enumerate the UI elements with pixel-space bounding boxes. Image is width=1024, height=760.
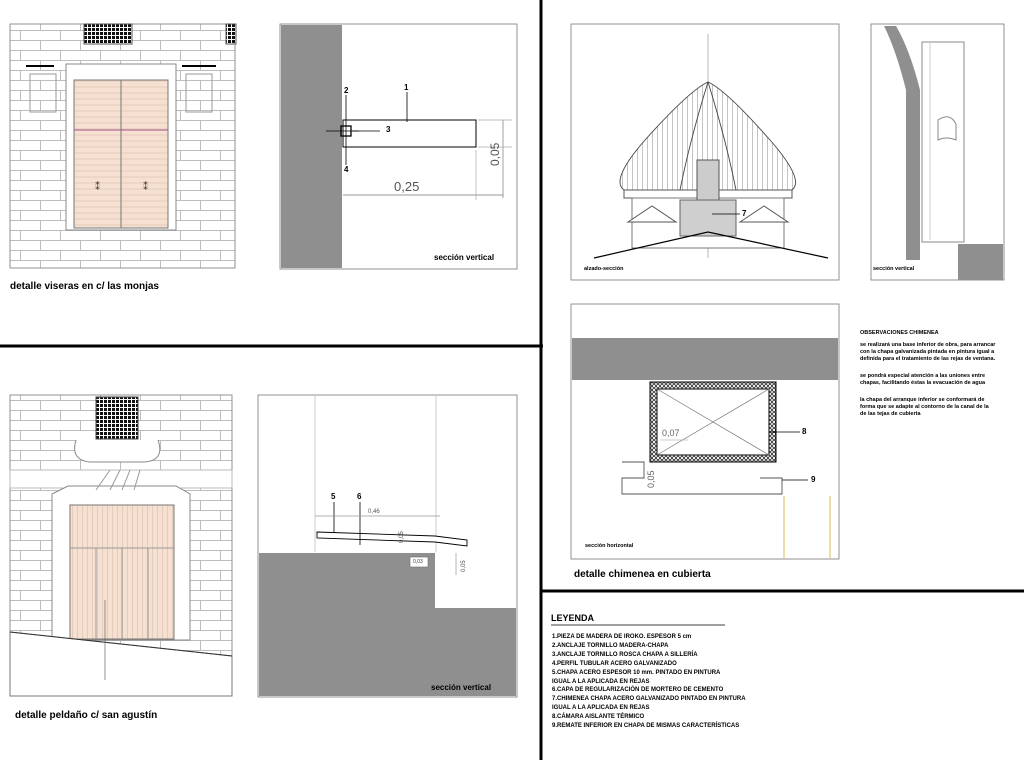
callout-3: 3 (386, 125, 391, 134)
peldano-caption: detalle peldaño c/ san agustín (15, 710, 158, 721)
dimension-0-05-d: 0,05 (646, 470, 656, 488)
leyenda-item: IGUAL A LA APLICADA EN REJAS (552, 678, 650, 685)
callout-4: 4 (344, 165, 349, 174)
observaciones-paragraph-2: se pondrá especial atención a las unione… (860, 373, 985, 387)
dimension-0-05-a: 0,05 (488, 142, 502, 166)
peldano-section-label: sección vertical (431, 683, 492, 692)
leyenda-item: 3.ANCLAJE TORNILLO ROSCA CHAPA A SILLERÍ… (552, 651, 698, 658)
dimension-0-05-c: 0,05 (461, 560, 467, 572)
elevation-label: alzado-sección (584, 266, 624, 272)
leyenda-item: 2.ANCLAJE TORNILLO MADERA-CHAPA (552, 642, 669, 649)
peldano-section (257, 394, 518, 698)
chimney-horizontal-section (570, 303, 840, 560)
observaciones-paragraph-1: se realizará una base inferior de obra, … (860, 342, 995, 363)
callout-9: 9 (811, 475, 816, 484)
leyenda-item: 5.CHAPA ACERO ESPESOR 10 mm. PINTADO EN … (552, 669, 721, 676)
dimension-0-03: 0,03 (413, 559, 423, 565)
observaciones-title: OBSERVACIONES CHIMENEA (860, 330, 939, 336)
chimney-elevation (570, 23, 840, 281)
dimension-0-46: 0,46 (368, 509, 380, 515)
observaciones-line: se pondrá especial atención a las unione… (860, 373, 986, 379)
leyenda-item: IGUAL A LA APLICADA EN REJAS (552, 705, 650, 712)
leyenda-item: 6.CAPA DE REGULARIZACIÓN DE MORTERO DE C… (552, 687, 724, 694)
leyenda-title: LEYENDA (551, 613, 595, 623)
observaciones-line: chapas, facilitando éstas la evacuación … (860, 380, 986, 386)
dimension-0-07: 0,07 (662, 428, 680, 438)
svg-text:⁑: ⁑ (95, 180, 100, 193)
horizontal-section-label: sección horizontal (585, 543, 634, 549)
leyenda-item: 1.PIEZA DE MADERA DE IROKO. ESPESOR 5 cm (552, 634, 692, 640)
callout-1: 1 (404, 83, 409, 92)
callout-5: 5 (331, 492, 336, 501)
peldano-facade (9, 394, 233, 697)
chimney-caption: detalle chimenea en cubierta (574, 569, 711, 580)
chimney-section-label: sección vertical (873, 266, 915, 272)
observaciones-paragraph-3: la chapa del arranque inferior se confor… (860, 397, 989, 418)
leyenda-item: 9.REMATE INFERIOR EN CHAPA DE MISMAS CAR… (552, 723, 740, 730)
viseras-caption: detalle viseras en c/ las monjas (10, 281, 159, 292)
chimney-section (870, 23, 1005, 281)
callout-8: 8 (802, 427, 807, 436)
observaciones-line: se realizará una base inferior de obra, … (860, 342, 996, 348)
callout-6: 6 (357, 492, 362, 501)
callout-7: 7 (742, 209, 747, 218)
observaciones-line: forma que se adapte al contorno de la ca… (860, 404, 989, 410)
viseras-facade: ⁑ ⁑ (9, 23, 237, 269)
dimension-0-05-b: 0,05 (399, 531, 405, 543)
dimension-0-25: 0,25 (394, 179, 420, 194)
viseras-section (279, 23, 518, 270)
observaciones-line: de las tejas de cubierta (860, 411, 921, 417)
leyenda-item: 8.CÁMARA AISLANTE TÉRMICO (552, 714, 645, 721)
callout-2: 2 (344, 86, 349, 95)
observaciones-line: con la chapa galvanizada pintada en pint… (860, 349, 995, 355)
viseras-section-label: sección vertical (434, 253, 495, 262)
leyenda-list: 1.PIEZA DE MADERA DE IROKO. ESPESOR 5 cm… (552, 633, 746, 731)
observaciones-line: la chapa del arranque inferior se confor… (860, 397, 985, 403)
svg-text:⁑: ⁑ (143, 180, 148, 193)
observaciones-line: definida para el tratamiento de las reja… (860, 356, 996, 362)
leyenda-item: 7.CHIMENEA CHAPA ACERO GALVANIZADO PINTA… (552, 696, 746, 703)
leyenda-item: 4.PERFIL TUBULAR ACERO GALVANIZADO (552, 660, 677, 667)
